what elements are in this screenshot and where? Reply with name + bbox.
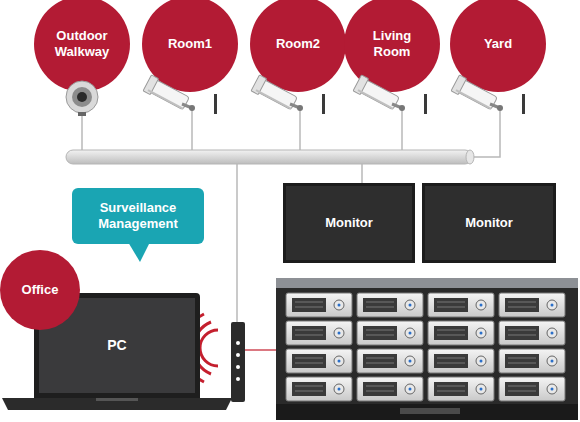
dome-camera	[66, 81, 98, 116]
node-label: Monitor	[325, 215, 373, 231]
location-circle: Outdoor Walkway	[34, 0, 130, 92]
drive-bay	[357, 321, 423, 345]
drive-bay	[428, 321, 494, 345]
node-label: Outdoor Walkway	[44, 28, 121, 59]
node-label: Monitor	[465, 215, 513, 231]
location-circle: Office	[0, 250, 80, 330]
drive-bay	[428, 349, 494, 373]
bus-end	[466, 150, 474, 164]
node-label: Room1	[168, 36, 212, 52]
monitor-screen: Monitor	[283, 183, 415, 263]
node-label: Room2	[276, 36, 320, 52]
node-label: Living Room	[354, 28, 431, 59]
drive-bay	[286, 293, 352, 317]
drive-bay	[286, 377, 352, 401]
drive-bay	[357, 293, 423, 317]
drive-bay	[499, 377, 565, 401]
bubble-tail	[128, 242, 150, 262]
drive-bay	[428, 377, 494, 401]
drive-bay	[357, 377, 423, 401]
router	[231, 322, 245, 402]
laptop-base	[2, 398, 232, 410]
laptop-notch	[96, 398, 138, 401]
network-bus	[66, 150, 472, 164]
drive-bay	[499, 293, 565, 317]
node-label: PC	[107, 337, 126, 354]
node-label: Surveillance Management	[80, 200, 196, 231]
speech-bubble: Surveillance Management	[72, 188, 204, 244]
node-label: Yard	[484, 36, 512, 52]
drive-bay	[286, 321, 352, 345]
nas-server	[276, 278, 578, 420]
drive-bay	[286, 349, 352, 373]
location-circle: Living Room	[344, 0, 440, 92]
drive-bay	[499, 349, 565, 373]
node-label: Office	[22, 282, 59, 298]
drive-bay	[499, 321, 565, 345]
monitor-screen: Monitor	[422, 183, 556, 263]
nas-link	[245, 349, 276, 350]
drive-bay	[357, 349, 423, 373]
drive-bay	[428, 293, 494, 317]
